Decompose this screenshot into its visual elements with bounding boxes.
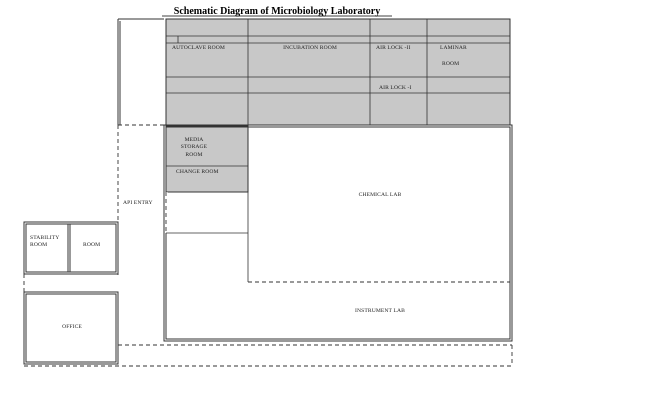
shaded-room-block (165, 18, 511, 126)
stability-block-inner (25, 223, 117, 273)
label-media-line3: ROOM (185, 152, 202, 158)
label-air-lock-1: AIR LOCK -I (379, 85, 412, 91)
label-laminar-line1: LAMINAR (440, 45, 467, 51)
label-air-lock-2: AIR LOCK -II (376, 45, 410, 51)
stability-block-outer (23, 221, 119, 275)
media-storage-room (165, 125, 249, 193)
office-inner-wall (25, 293, 117, 363)
label-media-line1: MEDIA (185, 137, 204, 143)
label-api-entry: API ENTRY (123, 200, 153, 206)
label-instrument-lab: INSTRUMENT LAB (355, 308, 405, 314)
label-autoclave-room: AUTOCLAVE ROOM (172, 45, 225, 51)
label-change-room: CHANGE ROOM (176, 169, 219, 175)
diagram-title: Schematic Diagram of Microbiology Labora… (174, 6, 380, 17)
label-room: ROOM (83, 242, 100, 248)
label-laminar-line2: ROOM (442, 61, 459, 67)
label-stability-line2: ROOM (30, 242, 47, 248)
label-stability-line1: STABILITY (30, 235, 59, 241)
label-chemical-lab: CHEMICAL LAB (359, 192, 402, 198)
label-media-line2: STORAGE (181, 144, 208, 150)
label-incubation-room: INCUBATION ROOM (283, 45, 337, 51)
label-office: OFFICE (62, 324, 82, 330)
main-lab-outer-wall (163, 124, 513, 342)
